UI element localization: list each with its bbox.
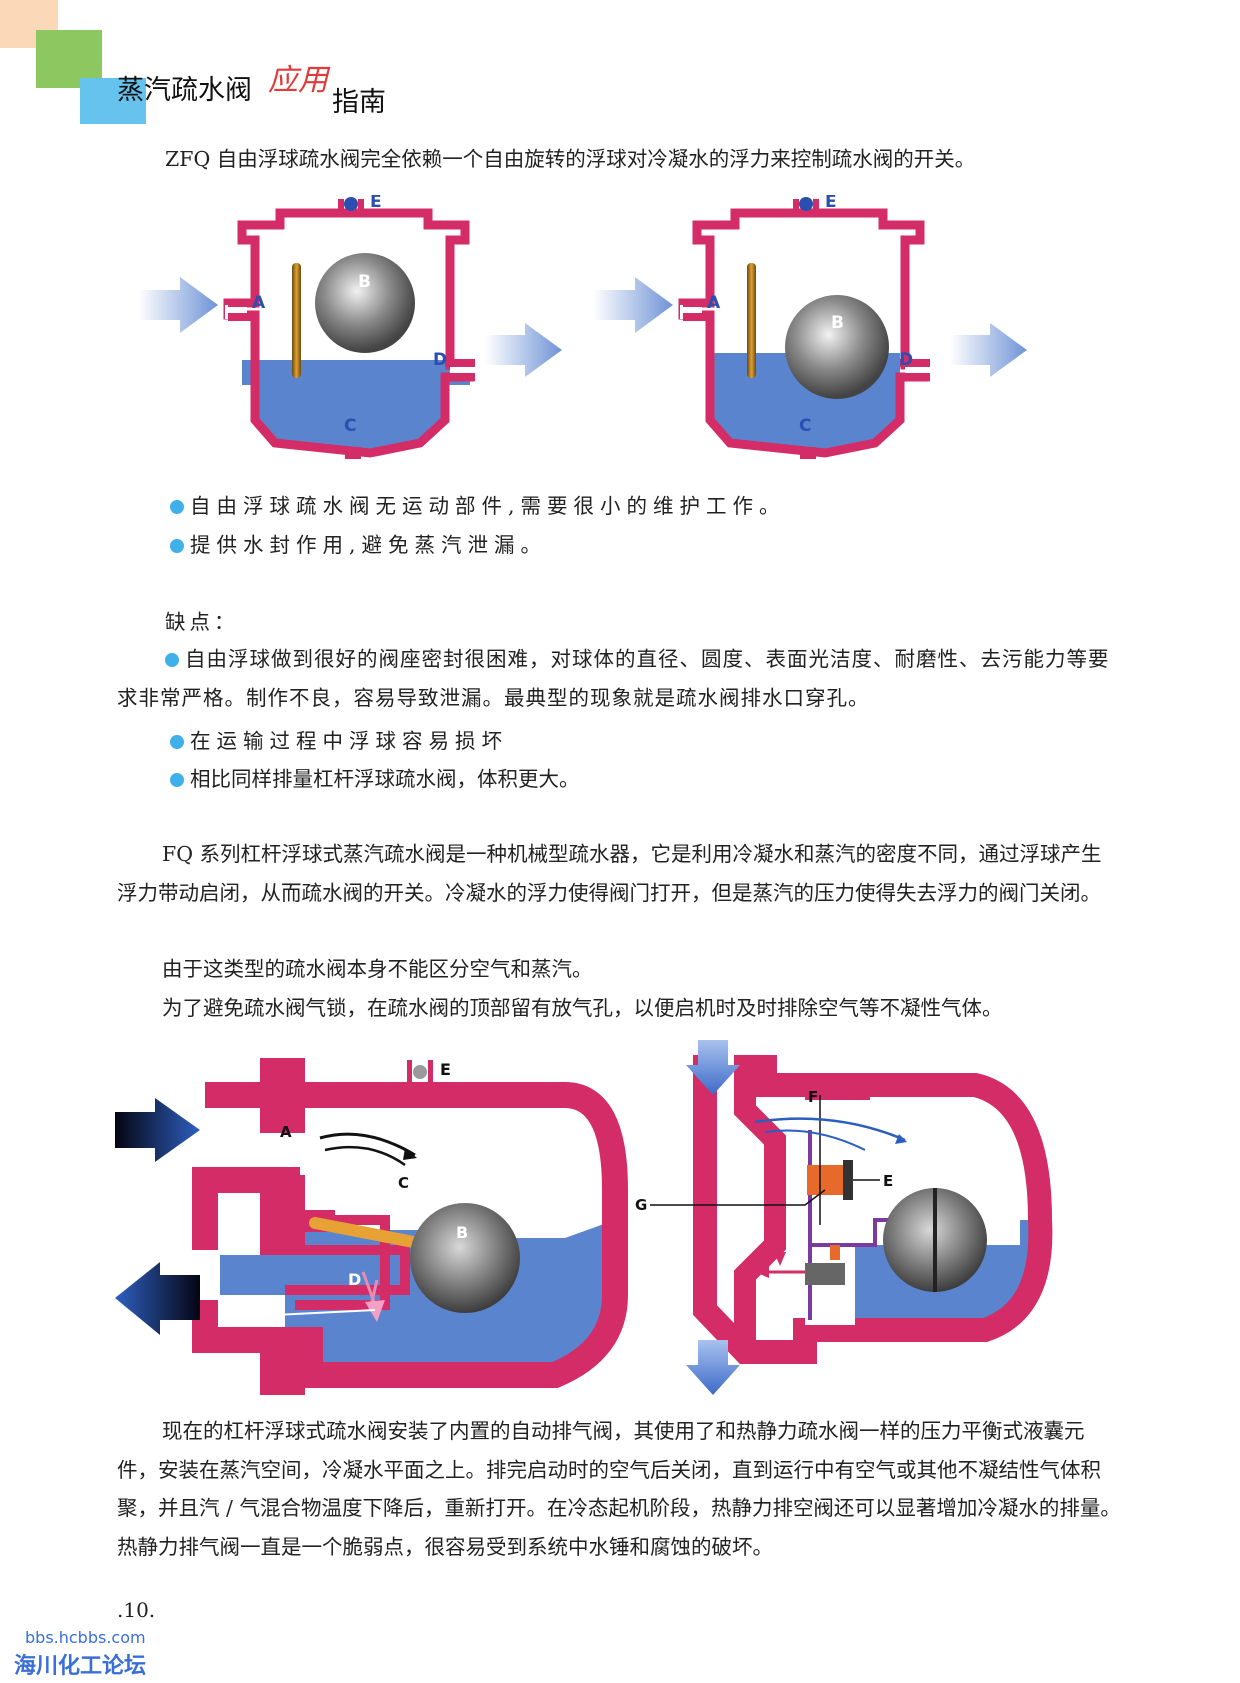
advantage-item: 自由浮球疏水阀无运动部件,需要很小的维护工作。 <box>170 487 786 525</box>
free-float-state-open: E A B D C <box>138 195 562 459</box>
condensate-flow-icon <box>274 1309 376 1316</box>
label-f-4: F <box>808 1088 818 1106</box>
air-note-paragraph: 由于这类型的疏水阀本身不能区分空气和蒸汽。 <box>162 957 593 981</box>
header-title-accent: 应用 <box>268 63 328 98</box>
outlet-down-arrow-icon <box>686 1340 740 1395</box>
vent-valve-icon <box>407 1060 433 1098</box>
rod-left <box>292 263 301 378</box>
intro-paragraph: ZFQ 自由浮球疏水阀完全依赖一个自由旋转的浮球对冷凝水的浮力来控制疏水阀的开关… <box>165 147 976 171</box>
bullet-icon <box>170 539 184 553</box>
header-title: 蒸汽疏水阀 <box>117 75 252 106</box>
condensate-outlet-arrow-icon <box>115 1262 200 1335</box>
advantage-item: 提供水封作用,避免蒸汽泄漏。 <box>170 526 547 564</box>
label-c-1: C <box>344 416 356 436</box>
vent-note-paragraph: 为了避免疏水阀气锁，在疏水阀的顶部留有放气孔，以便启机时及时排除空气等不凝性气体… <box>162 996 1003 1020</box>
lever-float-trap: E A C B D <box>115 1058 628 1395</box>
disadvantages-title: 缺点： <box>165 610 239 634</box>
inlet-down-arrow-icon <box>686 1040 740 1095</box>
lever-float-diagram: E A C B D F E G <box>115 1040 1053 1395</box>
label-e-3: E <box>440 1060 451 1079</box>
label-a-2: A <box>707 293 721 313</box>
inlet-arrow-icon <box>138 277 218 333</box>
bullet-icon <box>170 500 184 514</box>
header-decor-blue <box>80 78 146 124</box>
fq-description-paragraph: FQ 系列杠杆浮球式蒸汽疏水阀是一种机械型疏水器，它是利用冷凝水和蒸汽的密度不同… <box>117 842 1102 905</box>
label-b-2: B <box>831 313 844 333</box>
free-float-diagram: E A B D C E A B D C <box>138 195 1027 459</box>
free-float-state-closed: E A B D C <box>593 195 1027 459</box>
closing-paragraph: 现在的杠杆浮球式疏水阀安装了内置的自动排气阀，其使用了和热静力疏水阀一样的压力平… <box>117 1419 1121 1559</box>
watermark-name: 海川化工论坛 <box>14 1654 147 1679</box>
inlet-arrow-icon <box>593 277 673 333</box>
lever-float-ball <box>410 1203 520 1313</box>
bullet-icon <box>170 735 184 749</box>
label-c-3: C <box>398 1174 409 1192</box>
rod-right <box>747 263 756 378</box>
steam-inlet-arrow-icon <box>115 1098 200 1162</box>
thermostatic-element <box>807 1165 847 1195</box>
bullet-icon <box>165 653 179 667</box>
disadvantage-item: 相比同样排量杠杆浮球疏水阀，体积更大。 <box>170 760 580 798</box>
label-b-3: B <box>456 1223 468 1242</box>
vent-valve-icon <box>338 197 364 213</box>
disadvantage-item: 自由浮球做到很好的阀座密封很困难，对球体的直径、圆度、表面光洁度、耐磨性、去污能… <box>117 647 1110 710</box>
air-vent-trap: F E G <box>635 1040 1053 1395</box>
label-b-1: B <box>358 272 371 292</box>
outlet-arrow-icon <box>950 323 1027 377</box>
label-e-1: E <box>370 195 382 212</box>
label-e-2: E <box>825 195 837 212</box>
label-d-3: D <box>348 1270 361 1289</box>
label-e-4: E <box>883 1172 893 1190</box>
page-number: .10. <box>117 1598 156 1622</box>
label-a-1: A <box>252 293 266 313</box>
float-ball-right <box>785 295 889 399</box>
label-a-3: A <box>280 1123 292 1141</box>
page-header: 蒸汽疏水阀 <box>117 68 252 107</box>
label-d-2: D <box>899 350 913 370</box>
bullet-icon <box>170 773 184 787</box>
disadvantage-item: 在运输过程中浮球容易损坏 <box>170 722 508 760</box>
label-c-2: C <box>799 416 811 436</box>
label-g-4: G <box>635 1196 647 1214</box>
vent-valve-icon <box>793 197 819 213</box>
float-ball-left <box>315 253 415 353</box>
outlet-arrow-icon <box>485 323 562 377</box>
watermark-url: bbs.hcbbs.com <box>25 1628 146 1647</box>
label-d-1: D <box>433 350 447 370</box>
header-title-suffix: 指南 <box>332 87 386 118</box>
